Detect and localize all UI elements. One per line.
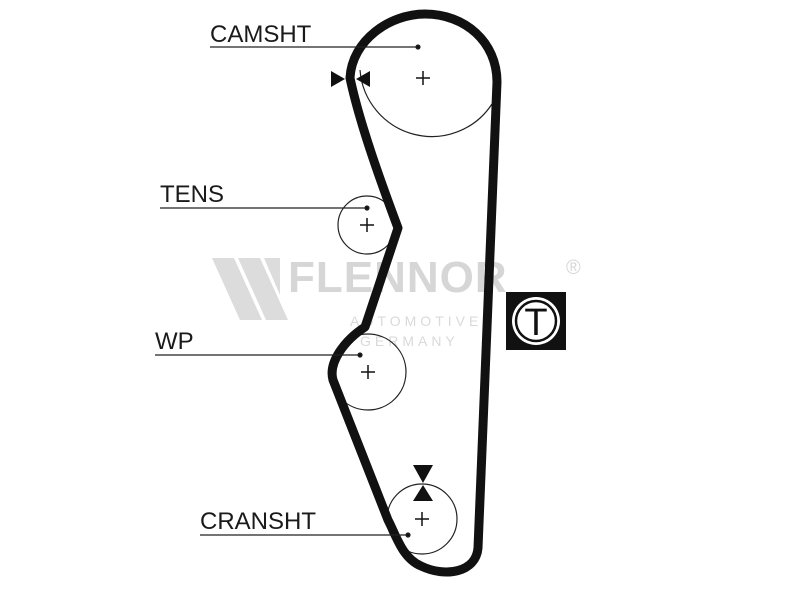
watermark-logo-icon [212, 258, 288, 320]
water-pump-label: WP [155, 328, 194, 355]
camshaft-timing-mark-icon [331, 71, 370, 87]
tensioner-badge-letter: T [524, 302, 547, 344]
tensioner-center-icon [360, 218, 374, 232]
camshaft-center-icon [416, 71, 430, 85]
crankshaft-label: CRANSHT [200, 508, 316, 535]
camshaft-label: CAMSHT [210, 21, 312, 48]
watermark-line2: GERMANY [360, 333, 459, 349]
watermark-line1: AUTOMOTIVE [350, 313, 482, 329]
watermark-registered: ® [566, 257, 581, 279]
tensioner-badge: T [506, 292, 566, 350]
tensioner-label: TENS [160, 181, 224, 208]
camshaft-pulley [359, 69, 493, 138]
water-pump-center-icon [361, 365, 375, 379]
timing-belt [327, 9, 502, 577]
crankshaft-timing-mark-icon [413, 465, 433, 501]
crankshaft-center-icon [415, 512, 429, 526]
watermark-brand: FLENNOR [288, 253, 508, 302]
